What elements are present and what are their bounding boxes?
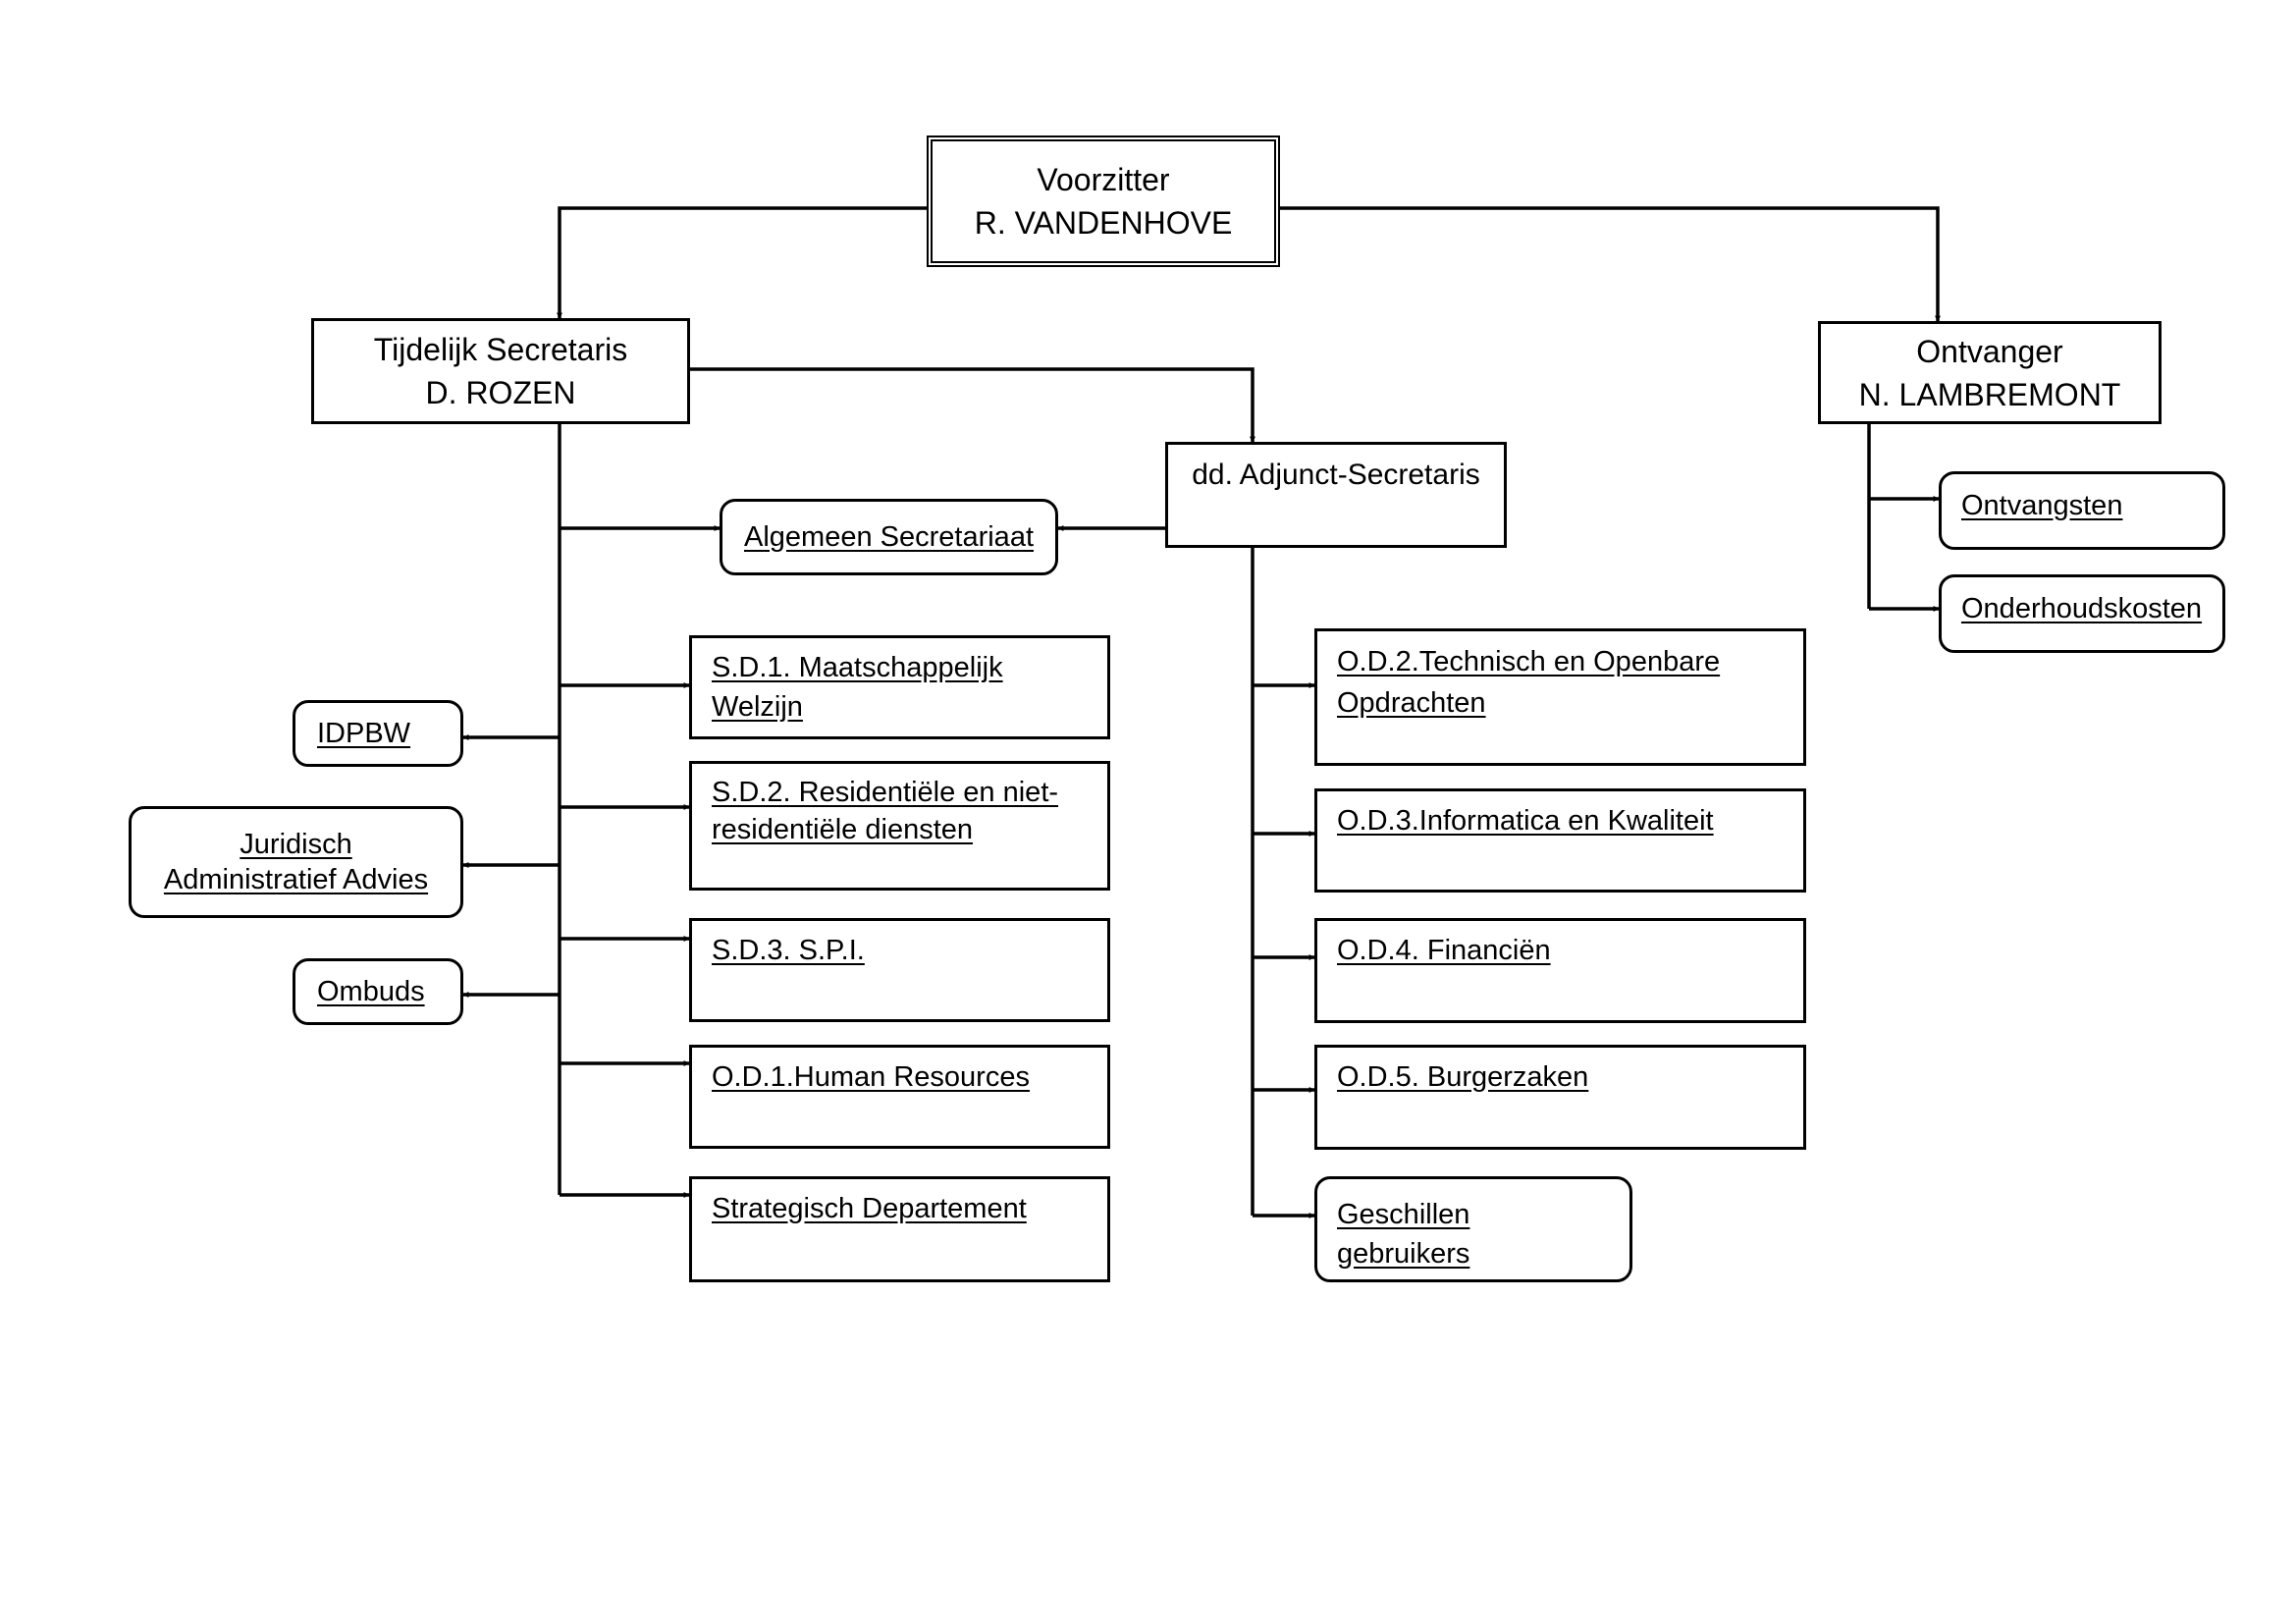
idpbw-box: IDPBW (293, 700, 463, 767)
strategisch-departement-link[interactable]: Strategisch Departement (712, 1193, 1027, 1224)
od4-link[interactable]: O.D.4. Financiën (1337, 935, 1551, 966)
od2-link-line2[interactable]: Opdrachten (1337, 687, 1486, 719)
president-title: Voorzitter (1037, 162, 1170, 197)
od2-link-line1[interactable]: O.D.2.Technisch en Openbare (1337, 646, 1721, 677)
sd1-box: S.D.1. Maatschappelijk Welzijn (689, 635, 1110, 739)
strategisch-departement-box: Strategisch Departement (689, 1176, 1110, 1282)
deputy-title: dd. Adjunct-Secretaris (1192, 459, 1480, 491)
sd3-box: S.D.3. S.P.I. (689, 918, 1110, 1022)
od5-box: O.D.5. Burgerzaken (1314, 1045, 1806, 1150)
ontvangsten-link[interactable]: Ontvangsten (1961, 490, 2123, 521)
od2-box: O.D.2.Technisch en Openbare Opdrachten (1314, 628, 1806, 766)
president-box: Voorzitter R. VANDENHOVE (927, 135, 1280, 267)
sd2-link-line1[interactable]: S.D.2. Residentiële en niet- (712, 777, 1059, 808)
algemeen-secretariaat-link[interactable]: Algemeen Secretariaat (744, 521, 1034, 553)
receiver-box: Ontvanger N. LAMBREMONT (1818, 321, 2162, 424)
juridisch-advies-line2[interactable]: Administratief Advies (163, 864, 429, 895)
juridisch-advies-line1[interactable]: Juridisch (240, 829, 352, 860)
od1-link[interactable]: O.D.1.Human Resources (712, 1061, 1030, 1093)
deputy-box: dd. Adjunct-Secretaris (1165, 442, 1507, 548)
onderhoudskosten-box: Onderhoudskosten (1939, 574, 2225, 653)
ombuds-link[interactable]: Ombuds (317, 975, 425, 1007)
secretary-box: Tijdelijk Secretaris D. ROZEN (311, 318, 690, 424)
od5-link[interactable]: O.D.5. Burgerzaken (1337, 1061, 1589, 1093)
sd3-link[interactable]: S.D.3. S.P.I. (712, 935, 865, 966)
president-name: R. VANDENHOVE (974, 205, 1233, 241)
algemeen-secretariaat-box: Algemeen Secretariaat (720, 499, 1058, 575)
receiver-name: N. LAMBREMONT (1858, 376, 2121, 412)
od1-box: O.D.1.Human Resources (689, 1045, 1110, 1149)
onderhoudskosten-link[interactable]: Onderhoudskosten (1961, 593, 2203, 624)
sd1-link[interactable]: S.D.1. Maatschappelijk Welzijn (712, 652, 1003, 723)
idpbw-link[interactable]: IDPBW (317, 717, 411, 749)
sd2-box: S.D.2. Residentiële en niet- residentiël… (689, 761, 1110, 891)
secretary-title: Tijdelijk Secretaris (373, 332, 628, 367)
ontvangsten-box: Ontvangsten (1939, 471, 2225, 550)
od4-box: O.D.4. Financiën (1314, 918, 1806, 1023)
juridisch-advies-box: Juridisch Administratief Advies (129, 806, 463, 918)
geschillen-gebruikers-box: Geschillen gebruikers (1314, 1176, 1632, 1282)
sd2-link-line2[interactable]: residentiële diensten (712, 814, 974, 845)
geschillen-gebruikers-link[interactable]: Geschillen gebruikers (1337, 1199, 1470, 1270)
secretary-name: D. ROZEN (425, 375, 576, 410)
ombuds-box: Ombuds (293, 958, 463, 1025)
od3-box: O.D.3.Informatica en Kwaliteit (1314, 788, 1806, 893)
receiver-title: Ontvanger (1916, 333, 2063, 369)
od3-link[interactable]: O.D.3.Informatica en Kwaliteit (1337, 805, 1714, 837)
